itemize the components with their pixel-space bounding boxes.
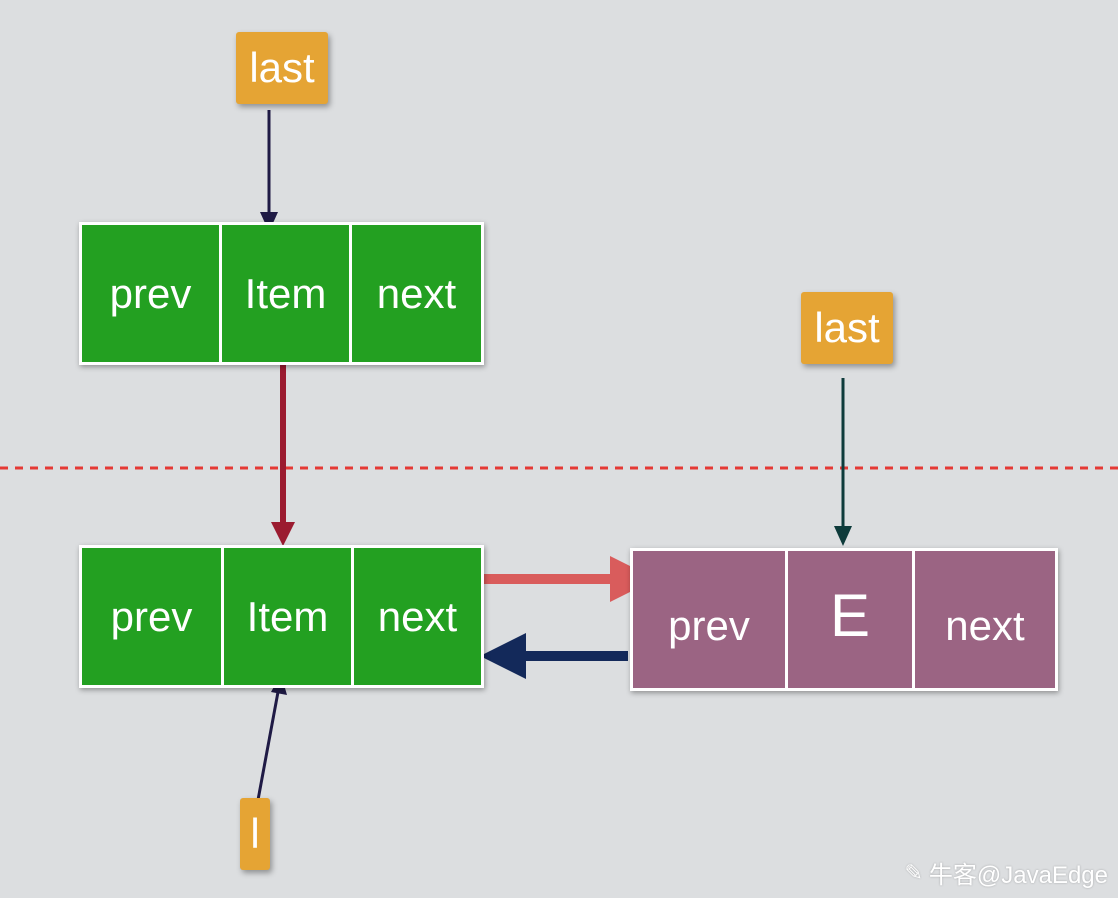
watermark-text: 牛客@JavaEdge [928, 862, 1108, 889]
node-top-prev-cell: prev [82, 225, 219, 362]
last-to-new-node-arrowhead [834, 526, 852, 546]
node-new-item-cell: E [785, 551, 912, 688]
node-bottom: prev Item next [79, 545, 484, 688]
node-bottom-item-text: Item [246, 592, 329, 640]
node-bottom-next-text: next [377, 592, 458, 640]
prev-link-arrowhead [480, 633, 526, 679]
node-top-next-cell: next [349, 225, 481, 362]
node-top-item-text: Item [244, 269, 327, 317]
node-top-prev-text: prev [109, 269, 192, 317]
node-new-prev-text: prev [668, 601, 750, 649]
node-new: prev E next [630, 548, 1058, 691]
l-label-text: l [250, 810, 260, 857]
last-label-right-text: last [814, 304, 880, 351]
node-bottom-item-cell: Item [221, 548, 351, 685]
l-to-bottom-node-arrow [256, 691, 280, 801]
node-top-next-text: next [376, 269, 457, 317]
last-label-top: last [236, 32, 328, 104]
l-label: l [240, 798, 270, 870]
last-label-top-text: last [249, 44, 315, 91]
node-top: prev Item next [79, 222, 484, 365]
node-bottom-next-cell: next [351, 548, 481, 685]
node-new-next-cell: next [912, 551, 1055, 688]
node-bottom-prev-cell: prev [82, 548, 221, 685]
last-label-right: last [801, 292, 893, 364]
node-new-next-text: next [945, 601, 1025, 649]
watermark-logo-icon: ✎ [904, 859, 923, 885]
watermark: ✎ 牛客@JavaEdge [904, 855, 1108, 890]
node-top-item-cell: Item [219, 225, 349, 362]
node-bottom-prev-text: prev [110, 592, 193, 640]
node-new-prev-cell: prev [633, 551, 785, 688]
node-new-item-text: E [829, 582, 871, 649]
item-link-arrowhead [271, 522, 295, 546]
